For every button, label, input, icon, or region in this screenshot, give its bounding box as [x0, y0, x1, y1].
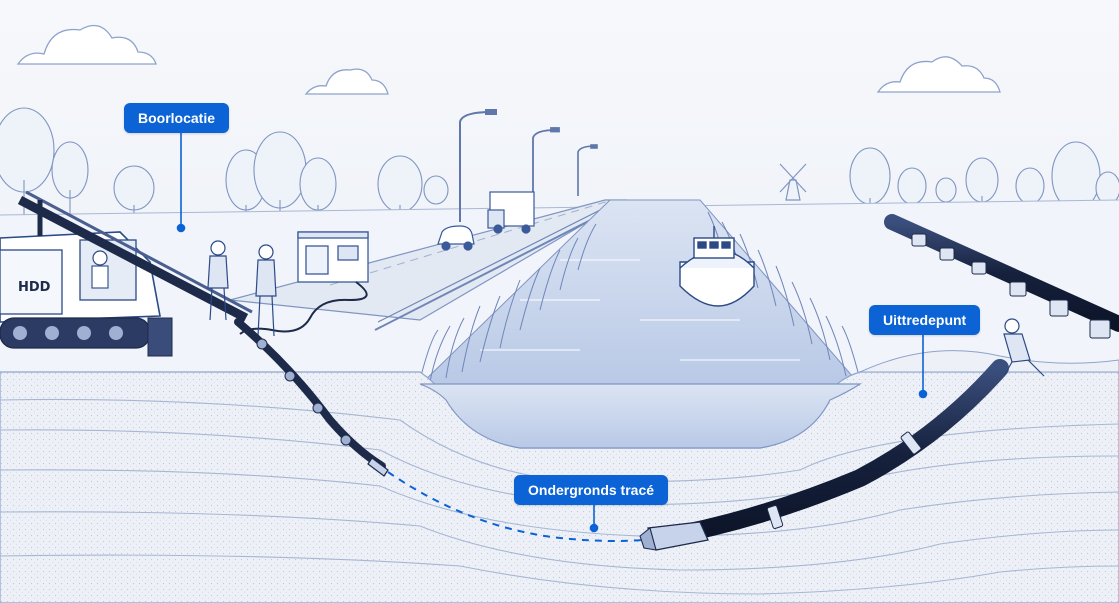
- site-cabin-icon: [297, 231, 369, 283]
- truck-icon: [487, 191, 535, 234]
- street-lamp-icon: [532, 127, 560, 200]
- drill-head-icon: [367, 457, 389, 477]
- worker-icon: [1003, 318, 1045, 377]
- worker-icon: [207, 240, 229, 321]
- hose: [239, 281, 368, 335]
- cloud-icon: [304, 68, 389, 95]
- cloud-icon: [16, 24, 157, 65]
- worker-icon: [255, 244, 277, 337]
- street-lamp-icon: [459, 109, 497, 222]
- car-icon: [437, 225, 475, 251]
- guardrail: [374, 204, 621, 331]
- pipeline-icon: [884, 214, 1119, 332]
- drill-rig-icon: HDD: [0, 190, 253, 357]
- drill-site-label: Boorlocatie: [124, 103, 230, 133]
- machine-label: HDD: [18, 280, 51, 295]
- callout-leaders: [176, 133, 928, 533]
- tree-icon: [0, 107, 449, 225]
- pipeline-icon: [651, 359, 1009, 547]
- worker-icon: [92, 250, 108, 266]
- tree-icon: [849, 141, 1119, 222]
- cloud-icon: [876, 56, 1001, 93]
- windmill-icon: [779, 163, 807, 201]
- canal-cross-section: [419, 383, 862, 449]
- planned-route-line: [387, 471, 661, 542]
- reeds: [419, 223, 597, 383]
- boat-icon: [679, 226, 755, 307]
- exit-point-label: Uittredepunt: [869, 305, 981, 335]
- street-lamp-icon: [577, 144, 598, 196]
- pipe-rollers: [911, 233, 1111, 339]
- underground-route-label: Ondergronds tracé: [514, 475, 669, 505]
